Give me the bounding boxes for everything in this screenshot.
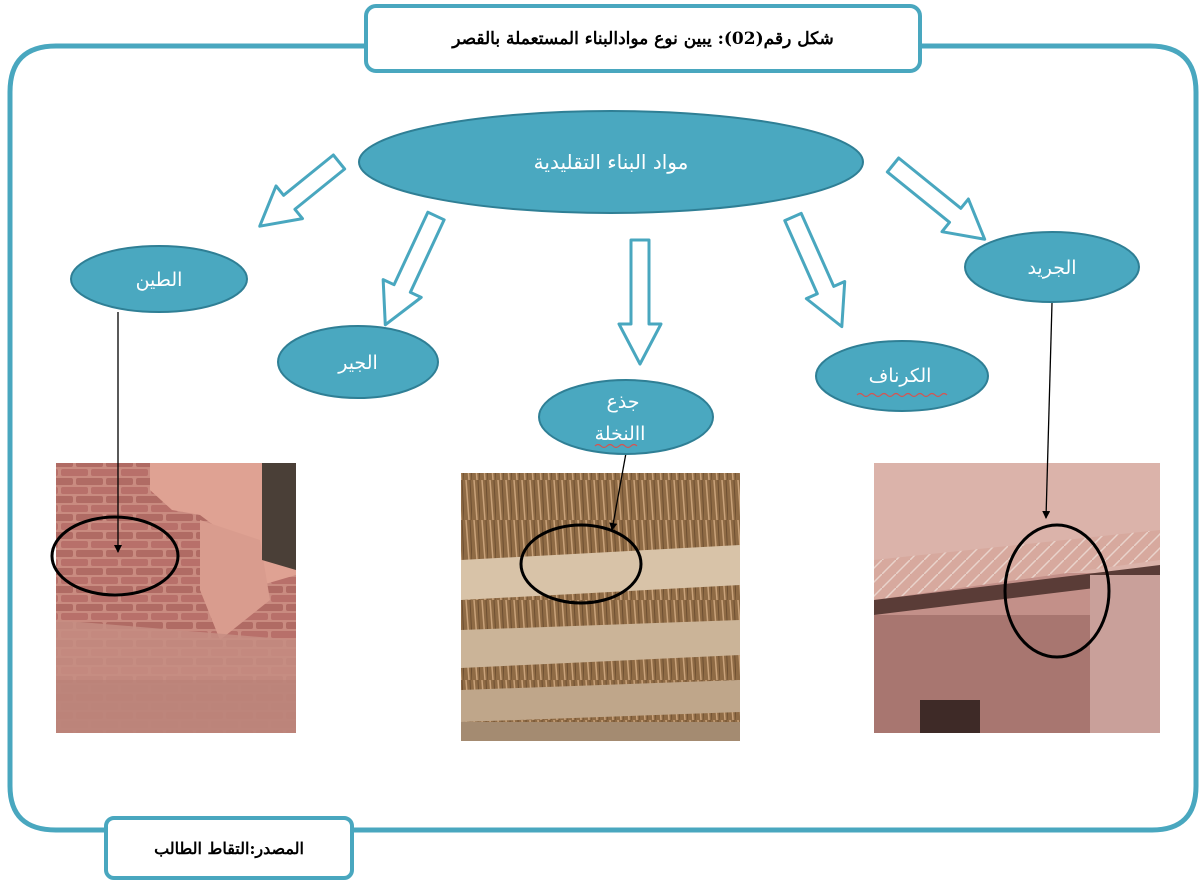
arrow-to-palm-trunk xyxy=(619,240,661,364)
node-karnaf: الكرناف xyxy=(816,341,988,411)
arrow-to-karnaf xyxy=(774,208,861,335)
figure-title-box: شكل رقم(02): يبين نوع موادالبناء المستعم… xyxy=(364,4,922,73)
arrow-to-clay xyxy=(247,146,353,243)
node-palm-trunk-label-line1: جذع xyxy=(606,391,639,413)
node-clay: الطين xyxy=(71,246,247,312)
figure-source: المصدر:التقاط الطالب xyxy=(154,839,304,858)
figure-title: شكل رقم(02): يبين نوع موادالبناء المستعم… xyxy=(452,29,833,49)
node-palm-trunk-label-line2: االنخلة xyxy=(595,423,646,445)
node-palm-trunk: جذع االنخلة xyxy=(539,380,713,454)
photo-ceiling-palm-fronds xyxy=(874,463,1160,733)
node-jarid-label: الجريد xyxy=(1027,257,1076,279)
node-karnaf-label: الكرناف xyxy=(869,365,932,387)
figure-source-box: المصدر:التقاط الطالب xyxy=(104,816,354,880)
arrow-to-jarid xyxy=(880,149,998,256)
node-root-label: مواد البناء التقليدية xyxy=(534,150,689,174)
node-lime: الجير xyxy=(278,326,438,398)
photo-palm-trunk-ceiling xyxy=(461,473,740,741)
node-root: مواد البناء التقليدية xyxy=(359,111,863,213)
photo-mud-brick-wall xyxy=(56,463,296,733)
node-jarid: الجريد xyxy=(965,232,1139,302)
node-clay-label: الطين xyxy=(136,269,183,291)
arrow-to-lime xyxy=(366,207,455,334)
node-lime-label: الجير xyxy=(337,352,378,374)
